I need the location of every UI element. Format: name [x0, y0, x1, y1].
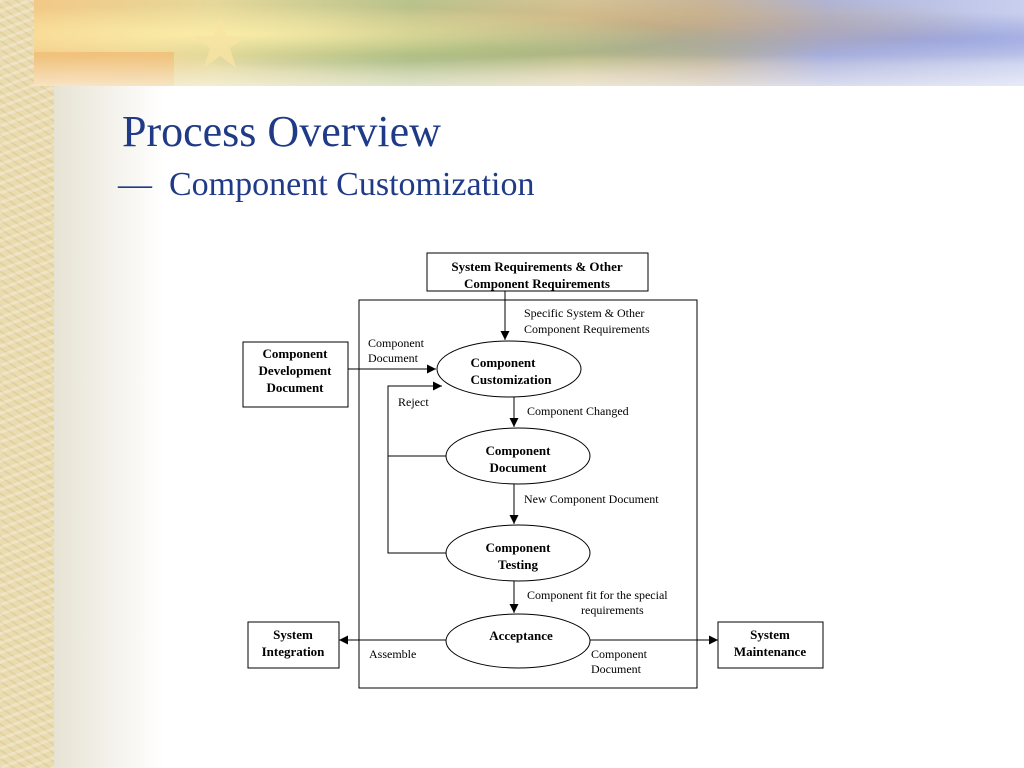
document-line-1: Component [485, 443, 551, 458]
system-requirements-line-1: System Requirements & Other [451, 259, 622, 274]
system-requirements-line-2: Component Requirements [464, 276, 610, 291]
page-subtitle: — Component Customization [118, 166, 534, 204]
label-fit-line-1: Component fit for the special [527, 588, 668, 602]
label-component-document-in-line-2: Document [368, 351, 419, 365]
label-assemble: Assemble [369, 647, 416, 661]
testing-line-2: Testing [498, 557, 538, 572]
acceptance-node: Acceptance [445, 613, 591, 669]
decorative-banner-fade [34, 55, 1024, 86]
label-component-document-out-line-1: Component [591, 647, 648, 661]
dev-doc-line-1: Component [262, 346, 328, 361]
page-title: Process Overview [122, 107, 441, 156]
subtitle-dash: — [118, 166, 152, 203]
label-specific-line-2: Component Requirements [524, 322, 650, 336]
system-requirements-box: System Requirements & Other Component Re… [426, 252, 649, 292]
label-component-document-in-line-1: Component [368, 336, 425, 350]
customization-line-2: Customization [471, 372, 553, 387]
maintenance-line-2: Maintenance [734, 644, 806, 659]
document-line-2: Document [489, 460, 547, 475]
system-maintenance-box: System Maintenance [717, 621, 824, 669]
maintenance-line-1: System [750, 627, 790, 642]
testing-line-1: Component [485, 540, 551, 555]
label-reject: Reject [398, 395, 429, 409]
component-testing-node: Component Testing [445, 524, 591, 582]
component-customization-node: Component Customization [436, 340, 582, 398]
label-new-component-document: New Component Document [524, 492, 659, 506]
label-component-changed: Component Changed [527, 404, 629, 418]
dev-doc-line-3: Document [266, 380, 324, 395]
acceptance-label: Acceptance [489, 628, 553, 643]
customization-line-1: Component [470, 355, 536, 370]
label-specific-line-1: Specific System & Other [524, 306, 644, 320]
customization-boundary [358, 299, 698, 689]
component-development-document-box: Component Development Document [242, 341, 349, 408]
system-integration-box: System Integration [247, 621, 340, 669]
dev-doc-line-2: Development [259, 363, 333, 378]
component-document-node: Component Document [445, 427, 591, 485]
reject-loop-to-customization [387, 381, 446, 554]
decorative-left-strip [0, 0, 54, 768]
leaf-icon [194, 18, 246, 68]
label-fit-line-2: requirements [581, 603, 644, 617]
subtitle-text: Component Customization [169, 166, 535, 203]
decorative-left-fade [54, 85, 164, 768]
integration-line-2: Integration [262, 644, 326, 659]
label-component-document-out-line-2: Document [591, 662, 642, 676]
integration-line-1: System [273, 627, 313, 642]
